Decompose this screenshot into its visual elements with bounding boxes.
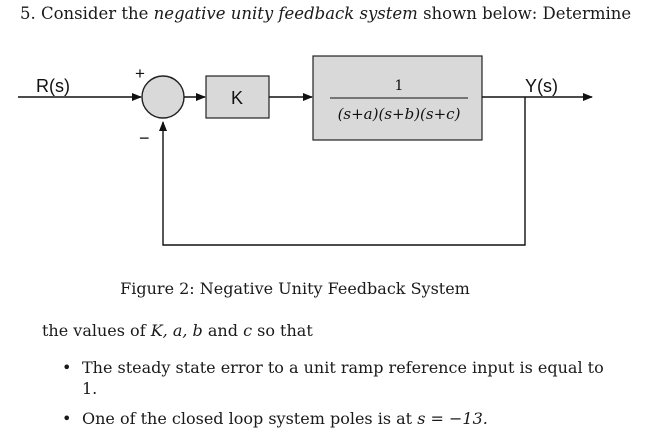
- plant-denominator: (s+a)(s+b)(s+c): [338, 105, 461, 123]
- bullet-mark: •: [62, 409, 72, 428]
- plant-numerator: 1: [395, 78, 404, 94]
- requirement-math: s = −13.: [417, 409, 488, 428]
- requirements-list: • The steady state error to a unit ramp …: [62, 357, 622, 429]
- minus-sign: −: [139, 128, 150, 148]
- problem-statement: 5. Consider the negative unity feedback …: [20, 4, 631, 23]
- problem-suffix: shown below: Determine: [423, 4, 632, 23]
- gain-label: K: [231, 88, 243, 108]
- problem-emphasis: negative unity feedback system: [153, 4, 418, 23]
- feedback-path: [159, 97, 526, 246]
- requirement-text: One of the closed loop system poles is a…: [82, 409, 413, 428]
- task-statement: the values of K, a, b and c so that: [42, 321, 313, 340]
- output-label: Y(s): [525, 76, 558, 96]
- requirement-text: The steady state error to a unit ramp re…: [82, 358, 604, 398]
- plus-sign: +: [135, 64, 145, 83]
- task-suffix: so that: [257, 321, 313, 340]
- summing-junction: [141, 75, 185, 119]
- list-item: • One of the closed loop system poles is…: [62, 408, 622, 429]
- input-label: R(s): [36, 76, 70, 96]
- gain-block: [205, 75, 270, 119]
- task-prefix: the values of: [42, 321, 146, 340]
- problem-number: 5.: [20, 4, 36, 23]
- list-item: • The steady state error to a unit ramp …: [62, 357, 622, 399]
- bullet-mark: •: [62, 358, 72, 377]
- task-last-var: c: [243, 321, 253, 340]
- figure-caption: Figure 2: Negative Unity Feedback System: [120, 279, 470, 298]
- problem-prefix: Consider the: [41, 4, 149, 23]
- task-vars: K, a, b: [150, 321, 203, 340]
- task-mid: and: [207, 321, 238, 340]
